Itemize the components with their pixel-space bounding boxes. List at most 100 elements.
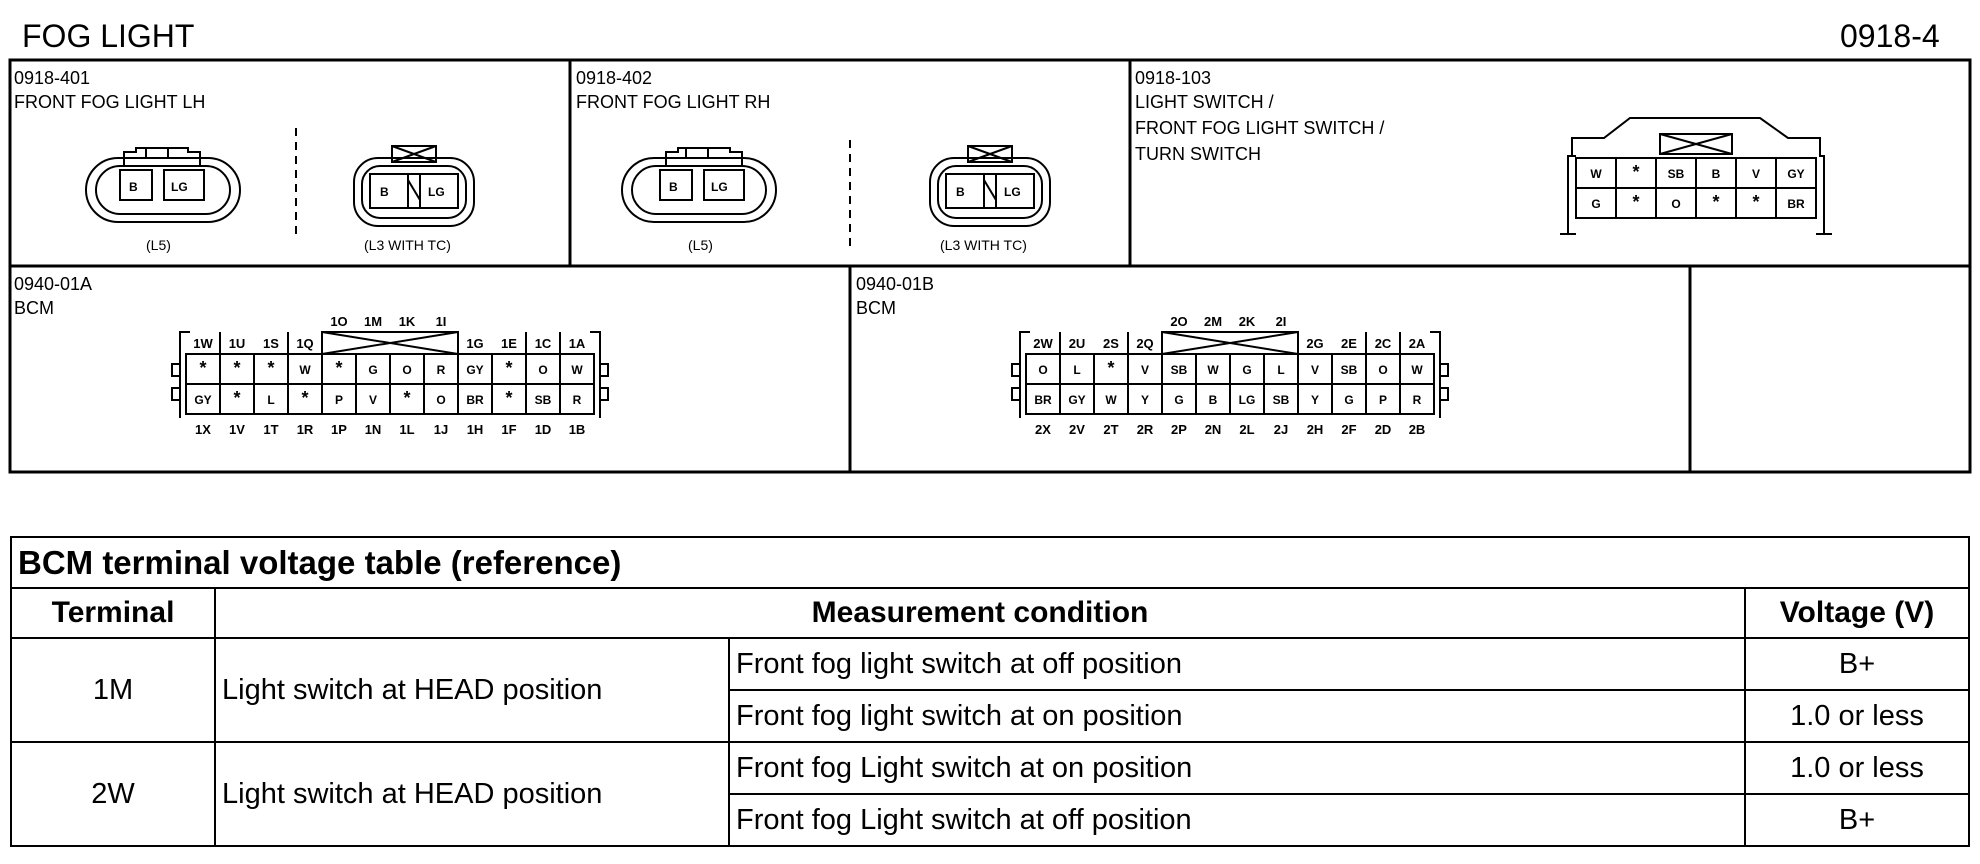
bcm-pin-color: LG <box>1239 393 1256 407</box>
switch-pin-label: * <box>1632 162 1639 182</box>
lh-name: FRONT FOG LIGHT LH <box>14 92 205 112</box>
switch-name-2: FRONT FOG LIGHT SWITCH / <box>1135 118 1384 138</box>
bcm-top-pin-label: 2G <box>1306 336 1323 351</box>
bcm-pin-color: O <box>538 363 547 377</box>
bcm-top-pin-label: 1U <box>229 336 246 351</box>
col-condition: Measurement condition <box>214 587 1746 639</box>
rh-l3-pin-1: B <box>956 185 965 199</box>
bcm-pin-color: GY <box>466 363 483 377</box>
voltage-cell: B+ <box>1744 793 1970 847</box>
bcm-pin-color: P <box>335 393 343 407</box>
bcm-voltage-table: BCM terminal voltage table (reference) T… <box>10 536 1970 847</box>
bcm-pin-color: R <box>1413 393 1422 407</box>
switch-pin-label: * <box>1752 192 1759 212</box>
rh-l5-pin-2: LG <box>711 180 728 194</box>
switch-pin-label: G <box>1591 197 1600 211</box>
bcm-top-pin-label: 1G <box>466 336 483 351</box>
bcm-top-pin-label: 2W <box>1033 336 1053 351</box>
rh-l5-note: (L5) <box>688 237 713 253</box>
rh-connector-l3 <box>929 145 1051 227</box>
bcm-bottom-pin-label: 2J <box>1274 422 1288 437</box>
bcm-pin-color: P <box>1379 393 1387 407</box>
table-row: 1M Light switch at HEAD position Front f… <box>10 637 1970 743</box>
switch-pin-cell <box>1775 187 1817 219</box>
bcm-b-code: 0940-01B <box>856 274 934 294</box>
switch-pin-label: * <box>1712 192 1719 212</box>
bcm-pin-color: O <box>436 393 445 407</box>
sub-condition-cell: Front fog light switch at on position <box>728 689 1746 743</box>
bcm-pin-cell <box>559 383 595 415</box>
bcm-pin-color: R <box>573 393 582 407</box>
lh-connector-l5 <box>85 147 241 223</box>
bcm-pin-color: * <box>233 388 240 408</box>
voltage-cell: 1.0 or less <box>1744 689 1970 743</box>
voltage-cell: 1.0 or less <box>1744 741 1970 795</box>
bcm-top-pin-label: 1S <box>263 336 279 351</box>
voltage-cell: B+ <box>1744 637 1970 691</box>
bcm-top-pin-label: 2S <box>1103 336 1119 351</box>
bcm-top-pin-label: 1Q <box>296 336 313 351</box>
bcm-pin-color: G <box>1174 393 1183 407</box>
connector-diagram: 0918-401 FRONT FOG LIGHT LH B LG (L5) B … <box>8 58 1972 474</box>
bcm-top-pin-label: 2A <box>1409 336 1426 351</box>
bcm-bottom-pin-label: 2X <box>1035 422 1051 437</box>
switch-name-1: LIGHT SWITCH / <box>1135 92 1274 112</box>
lh-l5-note: (L5) <box>146 237 171 253</box>
bcm-pin-color: * <box>267 358 274 378</box>
terminal-cell: 2W <box>10 741 216 847</box>
sub-condition-cell: Front fog Light switch at on position <box>728 741 1746 795</box>
bcm-pin-color: G <box>1344 393 1353 407</box>
bcm-bottom-pin-label: 1R <box>297 422 314 437</box>
switch-pin-label: W <box>1590 167 1602 181</box>
sub-condition-cell: Front fog light switch at off position <box>728 637 1746 691</box>
bcm-bottom-pin-label: 2N <box>1205 422 1222 437</box>
bcm-bottom-pin-label: 1D <box>535 422 552 437</box>
bcm-pin-color: W <box>571 363 583 377</box>
bcm-side-tab <box>599 387 609 401</box>
bcm-pin-color: W <box>1207 363 1219 377</box>
bcm-pin-color: O <box>1378 363 1387 377</box>
lh-connector-l3 <box>353 145 475 227</box>
bcm-bottom-pin-label: 1H <box>467 422 484 437</box>
bcm-pin-color: * <box>505 388 512 408</box>
bcm-b-name: BCM <box>856 298 896 318</box>
bcm-top-pin-label: 1O <box>330 314 347 329</box>
lh-l5-pin-2: LG <box>171 180 188 194</box>
switch-pin-label: V <box>1752 167 1760 181</box>
switch-pin-label: BR <box>1787 197 1805 211</box>
switch-pin-label: * <box>1632 192 1639 212</box>
bcm-pin-color: W <box>1105 393 1117 407</box>
switch-pin-label: GY <box>1787 167 1804 181</box>
bcm-bottom-pin-label: 1F <box>501 422 516 437</box>
table-row: 2W Light switch at HEAD position Front f… <box>10 741 1970 847</box>
bcm-bottom-pin-label: 1B <box>569 422 586 437</box>
bcm-pin-color: GY <box>194 393 211 407</box>
bcm-pin-color: * <box>335 358 342 378</box>
bcm-bottom-pin-label: 1J <box>434 422 448 437</box>
terminal-cell: 1M <box>10 637 216 743</box>
bcm-top-pin-label: 2M <box>1204 314 1222 329</box>
bcm-bottom-pin-label: 2R <box>1137 422 1154 437</box>
rh-l3-pin-2: LG <box>1004 185 1021 199</box>
bcm-bottom-pin-label: 1X <box>195 422 211 437</box>
main-condition-cell: Light switch at HEAD position <box>214 741 730 847</box>
bcm-pin-color: V <box>369 393 377 407</box>
bcm-side-tab <box>599 363 609 377</box>
bcm-bottom-pin-label: 2P <box>1171 422 1187 437</box>
bcm-top-pin-label: 2Q <box>1136 336 1153 351</box>
bcm-pin-color: O <box>1038 363 1047 377</box>
bcm-pin-color: L <box>1073 363 1080 377</box>
page-code: 0918-4 <box>1840 18 1940 54</box>
bcm-a-name: BCM <box>14 298 54 318</box>
lh-l3-pin-1: B <box>380 185 389 199</box>
bcm-pin-color: SB <box>1341 363 1358 377</box>
bcm-pin-color: B <box>1209 393 1218 407</box>
bcm-pin-color: SB <box>1171 363 1188 377</box>
bcm-bottom-pin-label: 1T <box>263 422 278 437</box>
bcm-side-tab <box>1439 387 1449 401</box>
switch-pin-label: SB <box>1668 167 1685 181</box>
bcm-pin-color: G <box>368 363 377 377</box>
bcm-top-pin-label: 1K <box>399 314 416 329</box>
col-terminal: Terminal <box>10 587 216 639</box>
bcm-pin-color: G <box>1242 363 1251 377</box>
